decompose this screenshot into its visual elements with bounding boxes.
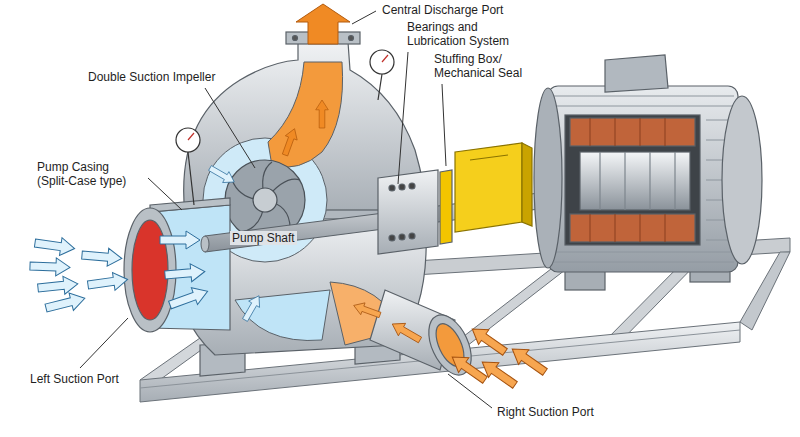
callout-label: Bearings and Lubrication System xyxy=(405,20,527,48)
stripe xyxy=(665,118,666,146)
electric-motor xyxy=(534,55,762,290)
callout-label: Left Suction Port xyxy=(28,372,121,386)
flow-arrow xyxy=(389,318,424,346)
flow-arrow xyxy=(164,263,205,284)
rotor-bar xyxy=(599,152,600,210)
bolt xyxy=(293,36,298,41)
motor-end-bell xyxy=(534,88,562,268)
flow-arrow xyxy=(316,100,329,128)
rotor-bar xyxy=(674,152,675,210)
bearing-housing xyxy=(378,170,452,254)
flow-arrow xyxy=(81,246,122,267)
flow-arrow xyxy=(279,127,300,158)
leader-line xyxy=(352,11,376,24)
guard-front xyxy=(455,143,522,232)
flow-arrow xyxy=(467,322,510,360)
callout-label: Double Suction Impeller xyxy=(86,70,217,84)
leader-lines xyxy=(80,11,492,408)
pressure-gauge xyxy=(370,50,394,100)
callout-label: Right Suction Port xyxy=(495,405,596,419)
fan-cover xyxy=(722,96,762,264)
flow-arrow xyxy=(87,271,129,294)
motor-body xyxy=(548,86,738,272)
suction-flow-right xyxy=(352,300,551,393)
cooling-fins xyxy=(552,96,734,262)
lower-suction-cavity xyxy=(235,290,330,341)
leader-line xyxy=(148,178,182,210)
discharge-arrow xyxy=(296,4,350,44)
pressure-gauge xyxy=(176,128,200,205)
fin xyxy=(552,252,734,253)
fin xyxy=(552,96,734,97)
guard-slot xyxy=(470,155,508,160)
motor-cutaway xyxy=(565,115,700,245)
casing-cutaway xyxy=(203,62,402,345)
part-label: Pump Shaft xyxy=(230,231,297,245)
flow-arrow xyxy=(30,257,71,276)
leader-line xyxy=(205,88,255,168)
stripe xyxy=(665,214,666,242)
flow-arrow xyxy=(240,293,265,324)
flow-arrow xyxy=(34,234,76,257)
stripe xyxy=(615,118,616,146)
flow-arrow xyxy=(44,290,87,317)
rotor-bar xyxy=(649,152,650,210)
gauge-dial xyxy=(370,50,394,74)
stator-winding xyxy=(570,118,695,146)
callout-label: Stuffing Box/ Mechanical Seal xyxy=(432,52,536,80)
stripe xyxy=(640,118,641,146)
leader-line xyxy=(398,52,408,184)
bearing-ball xyxy=(399,234,405,240)
bolt xyxy=(349,36,354,41)
flow-arrow xyxy=(352,300,383,321)
gauge-stem xyxy=(188,152,194,205)
skid-beam xyxy=(740,252,790,330)
leader-line xyxy=(80,318,128,368)
flow-arrow xyxy=(167,283,211,314)
fin xyxy=(552,106,734,107)
impeller-hub xyxy=(253,188,277,212)
gauge-dial xyxy=(176,128,200,152)
suction-flange xyxy=(124,208,176,332)
coupling-guard xyxy=(455,143,532,232)
bearing-ball xyxy=(389,235,395,241)
gauge-stem xyxy=(378,74,382,100)
flow-arrow xyxy=(507,342,550,380)
stripe xyxy=(640,214,641,242)
stator-winding xyxy=(570,214,695,242)
callout-label: Pump Casing (Split-Case type) xyxy=(35,160,145,188)
gauge-needle xyxy=(188,133,194,140)
rotor-bar xyxy=(624,152,625,210)
stripe xyxy=(590,214,591,242)
guard-side xyxy=(522,143,532,226)
discharge-flow xyxy=(279,4,350,157)
shaft-end xyxy=(201,236,209,252)
suction-pipe-shell xyxy=(150,198,230,212)
mechanical-seal xyxy=(440,170,452,244)
leader-line xyxy=(448,374,492,408)
bearing-body xyxy=(378,170,438,254)
rotor xyxy=(580,152,690,210)
callout-label: Central Discharge Port xyxy=(380,3,505,17)
terminal-box xyxy=(605,55,668,92)
stripe xyxy=(590,118,591,146)
bearing-ball xyxy=(409,183,415,189)
gauge-needle xyxy=(382,55,388,62)
flow-arrow xyxy=(160,231,200,249)
bearing-ball xyxy=(409,233,415,239)
stripe xyxy=(615,214,616,242)
flow-arrow xyxy=(207,163,238,188)
fin xyxy=(552,262,734,263)
leader-line xyxy=(442,84,446,166)
suction-opening xyxy=(132,220,168,320)
flow-arrow xyxy=(447,350,490,388)
bearing-ball xyxy=(399,184,405,190)
volute-flow xyxy=(268,62,343,167)
bearing-ball xyxy=(389,185,395,191)
left-suction-nozzle xyxy=(124,198,230,332)
